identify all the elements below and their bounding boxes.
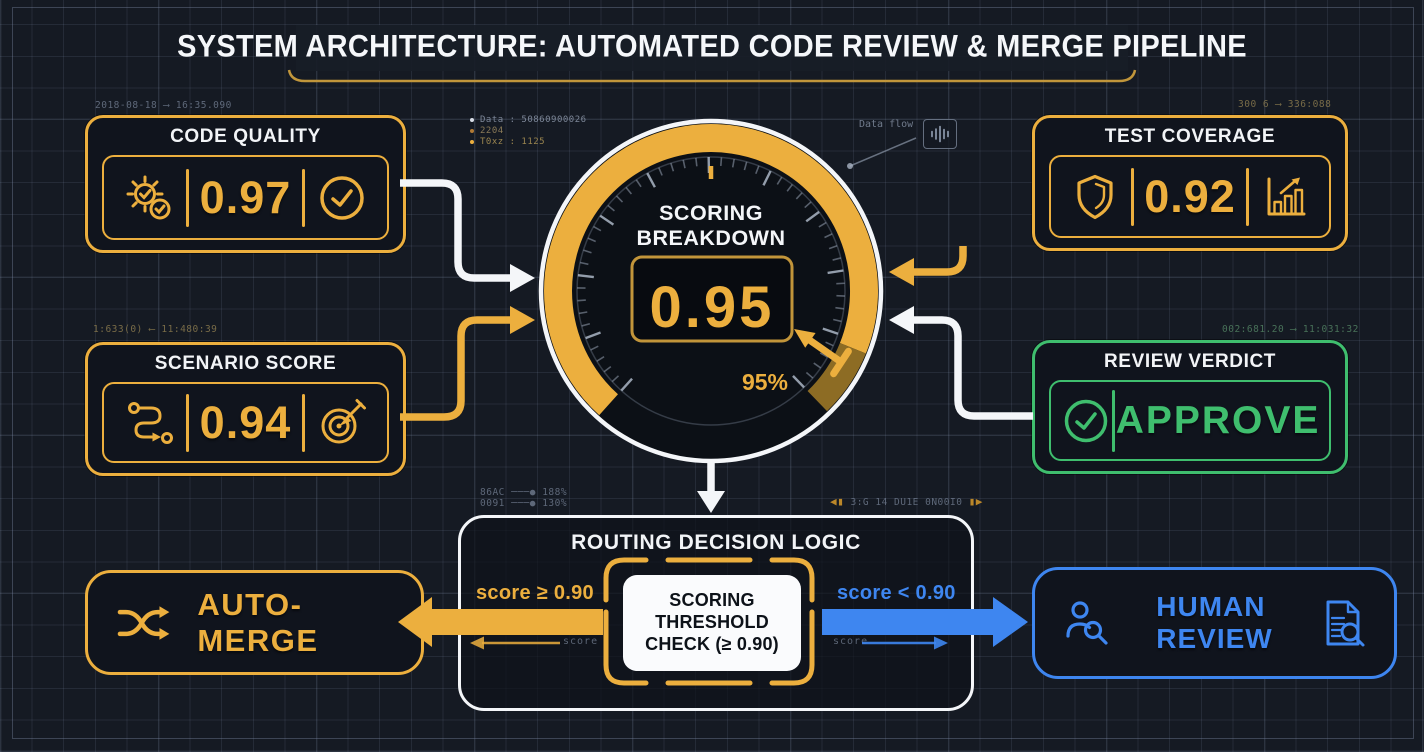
code-quality-title: CODE QUALITY [170, 126, 321, 147]
divider [1112, 389, 1116, 452]
threshold-line-3: CHECK (≥ 0.90) [645, 633, 779, 654]
annotation-coverage-timestamp: 300 6 ⟶ 336:088 [1238, 99, 1332, 110]
shield-icon [1077, 174, 1113, 219]
threshold-line-1: SCORING [669, 590, 755, 611]
note-text: T0xz : 1125 [480, 136, 546, 147]
annotation-routing-left-1: 86AC ───● 188% [480, 487, 568, 498]
gear-check-icon [126, 175, 171, 219]
data-flow-label: Data flow [859, 119, 914, 130]
gauge-value: 0.95 [650, 275, 775, 340]
title-underline [287, 69, 1137, 83]
waveform-bars [931, 125, 949, 143]
test-coverage-value: 0.92 [1144, 170, 1236, 222]
shuffle-merge-icon [117, 605, 170, 640]
annotation-code-quality-timestamp: 2018-08-18 ⟶ 16:35.090 [95, 100, 232, 111]
routing-title: ROUTING DECISION LOGIC [571, 531, 861, 554]
threshold-check-box: SCORING THRESHOLD CHECK (≥ 0.90) [623, 575, 801, 671]
bullet-dot [470, 128, 474, 133]
gauge-heading-line1: SCORING [659, 201, 763, 225]
condition-human-review: score < 0.90 [837, 582, 956, 604]
divider [1245, 167, 1249, 226]
target-dart-icon [321, 398, 367, 443]
test-coverage-box: TEST COVERAGE 0.92 [1032, 115, 1348, 251]
flow-label-left: score [563, 636, 599, 647]
gauge-percent-label: 95% [742, 369, 788, 395]
document-search-icon [1326, 600, 1365, 647]
review-verdict-value: APPROVE [1115, 398, 1321, 442]
scenario-score-inner: 0.94 [102, 382, 389, 463]
review-verdict-box: REVIEW VERDICT APPROVE [1032, 340, 1348, 474]
routing-decision-box: ROUTING DECISION LOGIC SCORING THRESHOLD… [458, 515, 974, 711]
gauge-arc [544, 124, 878, 416]
data-flow-callout [847, 137, 917, 169]
divider [302, 393, 306, 452]
gauge-tick-ring [576, 156, 846, 426]
note-row: Data : 50860900026 [470, 114, 587, 125]
divider [1131, 167, 1135, 226]
title-band [296, 25, 1128, 71]
scenario-score-title: SCENARIO SCORE [154, 353, 337, 374]
gauge-outer-ring [538, 118, 884, 464]
human-review-line1: HUMAN [1156, 590, 1266, 622]
human-review-line2: REVIEW [1156, 623, 1273, 654]
gauge-arc-remainder [807, 342, 866, 412]
coverage-to-gauge-arrow [889, 246, 967, 286]
approve-check-icon [1064, 399, 1107, 442]
page-title: SYSTEM ARCHITECTURE: AUTOMATED CODE REVI… [177, 29, 1247, 65]
flow-label-right: score [833, 636, 869, 647]
digital-display [630, 255, 794, 343]
gauge-to-routing-arrow [697, 463, 725, 513]
divider [185, 393, 189, 452]
gauge-heading-line2: BREAKDOWN [636, 226, 785, 250]
note-row: T0xz : 1125 [470, 136, 587, 147]
test-coverage-inner: 0.92 [1049, 155, 1331, 238]
note-text: Data : 50860900026 [480, 114, 587, 125]
divider [185, 168, 189, 227]
note-row: 2204 [470, 125, 587, 136]
code-quality-value: 0.97 [199, 171, 292, 223]
review-verdict-title: REVIEW VERDICT [1103, 351, 1277, 372]
waveform-icon [923, 119, 957, 149]
flow-path-icon [127, 401, 173, 444]
annotation-routing-left-2: 0091 ───● 130% [480, 498, 568, 509]
check-circle-icon [320, 175, 364, 220]
scenario-to-gauge-arrow [400, 306, 535, 421]
test-coverage-title: TEST COVERAGE [1104, 126, 1276, 147]
gauge-data-notes: Data : 50860900026 2204 T0xz : 1125 [470, 114, 587, 147]
bullet-dot [470, 139, 474, 144]
right-arrow-glyph: ▮▶ [968, 495, 983, 508]
code-quality-to-gauge-arrow [400, 179, 535, 292]
left-arrow-glyph: ◀▮ [830, 495, 845, 508]
human-review-label: HUMAN REVIEW [1156, 591, 1272, 655]
bullet-dot [470, 117, 474, 122]
chart-growth-icon [1267, 177, 1306, 215]
annotation-routing-right-text: 3:G 14 DU1E 0N00I0 [844, 497, 969, 508]
condition-auto-merge: score ≥ 0.90 [476, 582, 594, 604]
verdict-to-gauge-arrow [889, 306, 1033, 420]
annotation-scenario-timestamp: 1:633(0) ⟵ 11:480:39 [93, 324, 218, 335]
gauge-needle [794, 329, 852, 378]
annotation-routing-right: ◀▮ 3:G 14 DU1E 0N00I0 ▮▶ [830, 495, 983, 508]
scenario-score-box: SCENARIO SCORE 0.94 [85, 342, 406, 476]
auto-merge-label: AUTO-MERGE [197, 586, 319, 658]
code-quality-inner: 0.97 [102, 155, 389, 240]
divider [302, 168, 306, 227]
review-verdict-inner: APPROVE [1049, 380, 1331, 461]
human-review-box: HUMAN REVIEW [1032, 567, 1397, 679]
auto-merge-box: AUTO-MERGE [85, 570, 424, 675]
gauge-ticks [577, 156, 845, 392]
code-quality-box: CODE QUALITY 0.97 [85, 115, 406, 253]
annotation-verdict-timestamp: 002:681.20 ⟶ 11:031:32 [1222, 324, 1359, 335]
person-search-icon [1066, 601, 1108, 645]
note-text: 2204 [480, 125, 504, 136]
threshold-line-2: THRESHOLD [655, 612, 769, 633]
scenario-score-value: 0.94 [199, 396, 292, 448]
